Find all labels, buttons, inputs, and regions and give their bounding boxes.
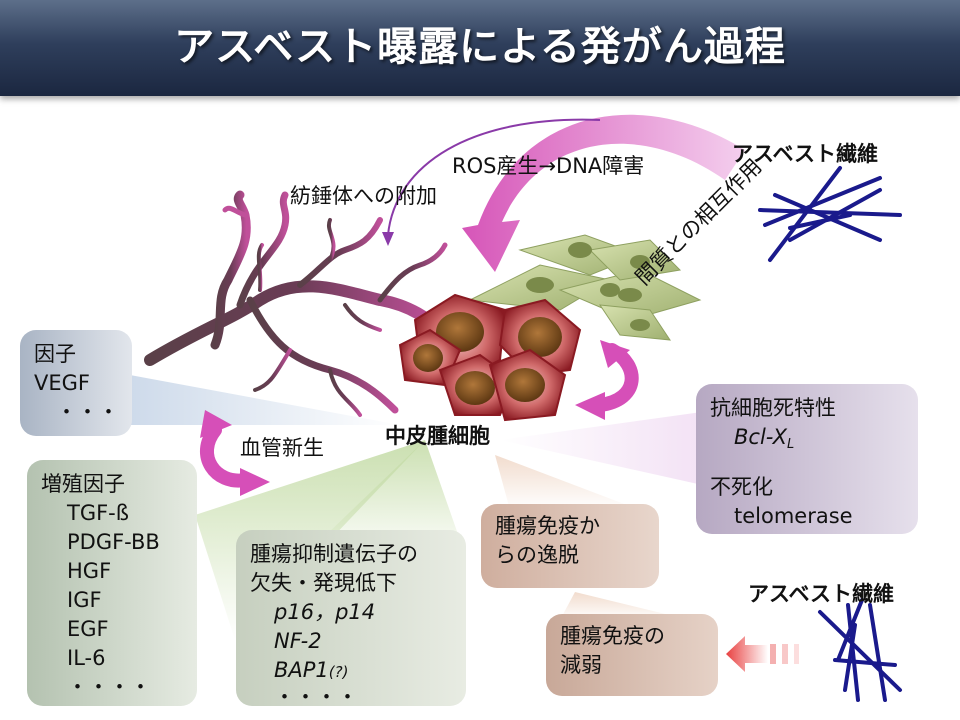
stroma-arrowhead-top bbox=[600, 340, 630, 368]
anti-bcl-row: Bcl-XL bbox=[710, 423, 904, 459]
angiogenesis-arrowhead-top bbox=[200, 410, 232, 438]
growth-title: 増殖因子 bbox=[41, 472, 125, 496]
label-angiogenesis: 血管新生 bbox=[240, 436, 324, 460]
gene-bap1: BAP1 bbox=[274, 658, 329, 682]
beam-weaken bbox=[560, 592, 690, 620]
anti-bcl-sub: L bbox=[787, 437, 795, 452]
suppressor-genes-row: p16，p14 bbox=[250, 598, 452, 627]
weaken-line-1: 腫瘍免疫の bbox=[560, 624, 665, 648]
title-bar: アスベスト曝露による発がん過程 bbox=[0, 0, 960, 96]
escape-line-1: 腫瘍免疫か bbox=[495, 514, 600, 538]
slide-title: アスベスト曝露による発がん過程 bbox=[174, 24, 786, 70]
factor-title: 因子 bbox=[34, 342, 76, 366]
label-asbestos-bottom: アスベスト繊維 bbox=[748, 582, 894, 606]
box-immune-escape: 腫瘍免疫か らの逸脱 bbox=[481, 504, 659, 588]
label-asbestos-top: アスベスト繊維 bbox=[732, 142, 878, 166]
anti-title: 抗細胞死特性 bbox=[710, 396, 836, 420]
box-anti-apoptosis: 抗細胞死特性 Bcl-XL 不死化 telomerase bbox=[696, 384, 918, 534]
weaken-line-2: 減弱 bbox=[560, 653, 602, 677]
growth-item: EGF bbox=[67, 617, 109, 641]
angiogenesis-arrow bbox=[200, 423, 252, 488]
box-tumor-suppressor: 腫瘍抑制遺伝子の 欠失・発現低下 p16，p14 NF-2 BAP1(?) ・・… bbox=[236, 530, 466, 709]
gene-nf2: NF-2 bbox=[274, 629, 322, 653]
gene-p16: p16 bbox=[274, 600, 315, 624]
asbestos-fibers-bottom bbox=[818, 598, 902, 702]
suppressor-title-1: 腫瘍抑制遺伝子の bbox=[250, 542, 418, 566]
anti-immortal: 不死化 bbox=[710, 475, 773, 499]
suppressor-more: ・・・・ bbox=[274, 685, 358, 709]
immune-red-arrow bbox=[726, 636, 799, 672]
angiogenesis-arrowhead-bottom bbox=[240, 468, 270, 496]
gene-bap1-note: (?) bbox=[328, 663, 349, 681]
suppressor-title-2: 欠失・発現低下 bbox=[250, 571, 397, 595]
growth-item: IL-6 bbox=[67, 646, 106, 670]
stroma-arrowhead-bottom bbox=[575, 392, 605, 420]
mesothelioma-cells bbox=[398, 293, 582, 422]
label-mesothelioma: 中皮腫細胞 bbox=[385, 424, 490, 448]
growth-item: TGF-ß bbox=[67, 501, 129, 525]
growth-item: HGF bbox=[67, 559, 112, 583]
label-ros: ROS産生→DNA障害 bbox=[452, 154, 645, 178]
growth-item: IGF bbox=[67, 588, 102, 612]
growth-item: ・・・・ bbox=[67, 675, 151, 699]
anti-bcl: Bcl-X bbox=[734, 425, 788, 449]
factor-more: ・・・ bbox=[56, 400, 119, 424]
asbestos-curved-arrow bbox=[462, 114, 745, 272]
box-factor: 因子 VEGF ・・・ bbox=[20, 330, 132, 436]
spindle-thin-arrow bbox=[387, 118, 601, 236]
beam-escape bbox=[495, 455, 640, 510]
label-spindle: 紡錘体への附加 bbox=[290, 184, 437, 208]
escape-line-2: らの逸脱 bbox=[495, 543, 579, 567]
growth-item: PDGF-BB bbox=[67, 530, 160, 554]
gene-bap1-row: BAP1(?) bbox=[250, 656, 452, 687]
stromal-cells bbox=[468, 234, 702, 341]
factor-vegf: VEGF bbox=[34, 371, 90, 395]
gene-p14: p14 bbox=[335, 600, 376, 624]
gene-separator: ， bbox=[314, 600, 336, 624]
asbestos-fibers-top bbox=[758, 166, 902, 262]
box-immune-weakening: 腫瘍免疫の 減弱 bbox=[546, 614, 718, 696]
box-growth-factors: 増殖因子 TGF-ß PDGF-BB HGF IGF EGF IL-6 ・・・・ bbox=[27, 460, 197, 706]
spindle-arrowhead bbox=[382, 232, 394, 246]
blood-vessel-tree bbox=[144, 190, 448, 417]
anti-telomerase: telomerase bbox=[734, 504, 853, 528]
beam-factor bbox=[130, 375, 400, 425]
